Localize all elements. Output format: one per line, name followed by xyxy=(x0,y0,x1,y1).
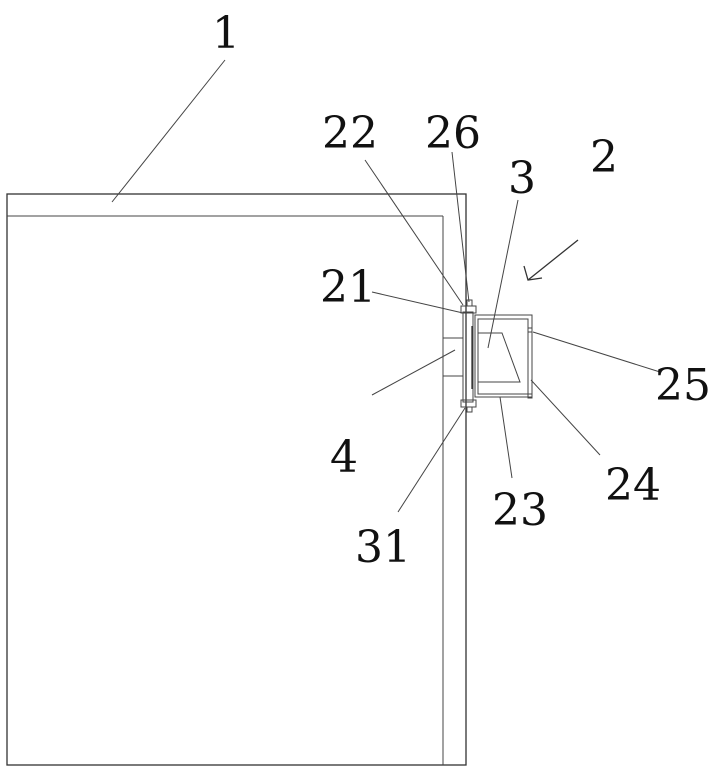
label-22: 22 xyxy=(322,108,378,159)
body-1 xyxy=(6,193,467,766)
label-2: 2 xyxy=(590,132,618,183)
label-4: 4 xyxy=(330,432,358,483)
label-23: 23 xyxy=(492,485,548,536)
label-21: 21 xyxy=(320,262,376,313)
connector-4 xyxy=(443,337,463,377)
label-3: 3 xyxy=(508,153,536,204)
mount-plate-21 xyxy=(460,299,477,413)
label-26: 26 xyxy=(425,108,481,159)
label-25: 25 xyxy=(655,360,711,411)
label-24: 24 xyxy=(605,460,661,511)
element-3 xyxy=(477,332,521,383)
label-31: 31 xyxy=(355,522,411,573)
leader-lines xyxy=(111,59,661,513)
housing-23 xyxy=(474,314,533,399)
label-1: 1 xyxy=(212,8,240,59)
